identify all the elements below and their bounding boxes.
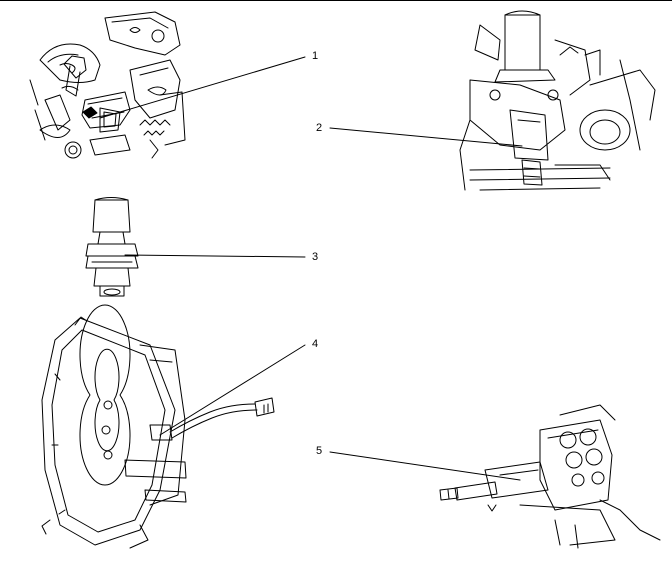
flywheel-housing-view bbox=[41, 304, 275, 549]
leader-line-4 bbox=[159, 344, 306, 436]
callout-5: 5 bbox=[316, 445, 323, 457]
leader-line-2 bbox=[329, 127, 523, 147]
callout-3: 3 bbox=[312, 251, 319, 263]
leader-line-3 bbox=[124, 254, 306, 258]
top-rule bbox=[0, 0, 672, 1]
injection-pump-view bbox=[439, 404, 661, 549]
pressure-sensor-view bbox=[85, 197, 139, 297]
engine-view-2 bbox=[459, 10, 656, 191]
leader-lines bbox=[99, 56, 523, 481]
leader-line-5 bbox=[329, 451, 521, 481]
callout-4: 4 bbox=[312, 338, 319, 350]
engine-view-1 bbox=[29, 11, 186, 159]
callout-1: 1 bbox=[312, 50, 319, 62]
leader-line-1 bbox=[99, 56, 306, 119]
callout-2: 2 bbox=[316, 122, 323, 134]
